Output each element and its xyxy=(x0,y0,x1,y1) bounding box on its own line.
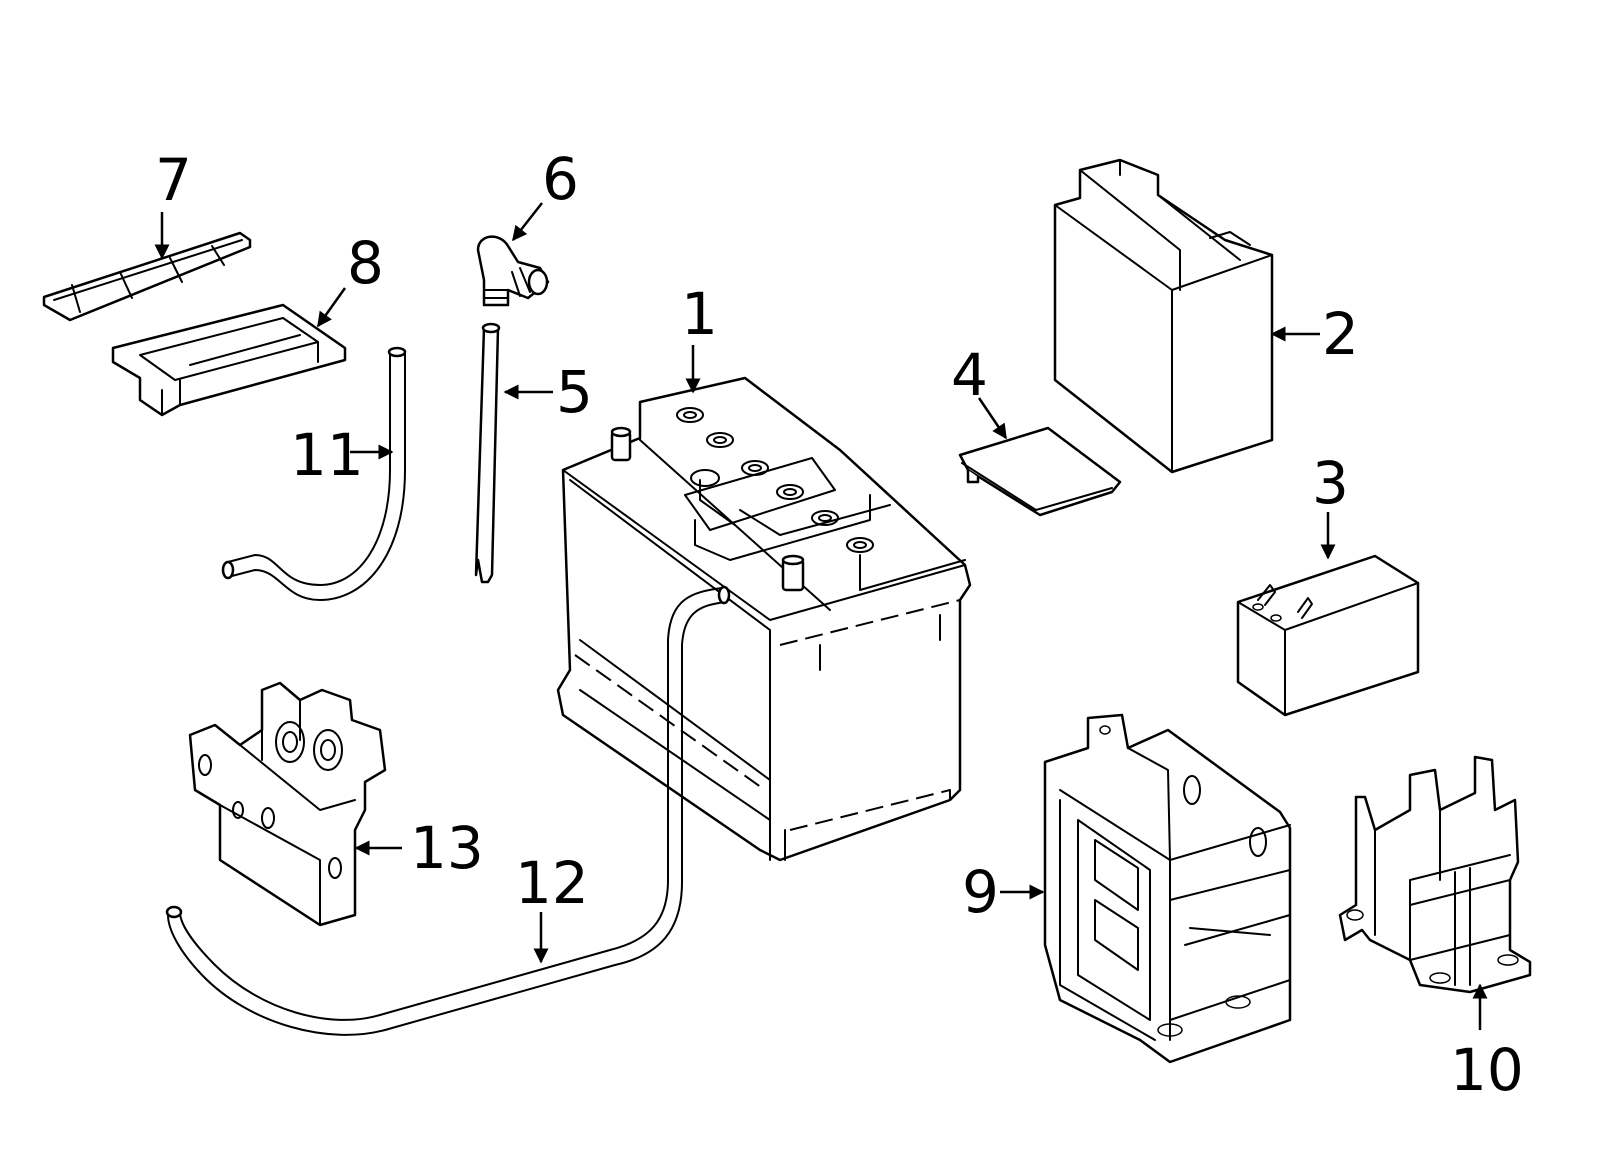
callout-13: 13 xyxy=(410,814,484,882)
part-7-hold-down-strip xyxy=(42,231,252,322)
callout-5: 5 xyxy=(556,358,593,426)
callout-3: 3 xyxy=(1312,449,1349,517)
callout-4: 4 xyxy=(951,341,988,409)
callout-10: 10 xyxy=(1450,1036,1524,1104)
callout-7: 7 xyxy=(155,146,192,214)
part-8-clamp-bracket xyxy=(111,303,347,417)
part-2-battery xyxy=(1053,158,1274,474)
callout-9: 9 xyxy=(962,858,999,926)
part-3-small-battery xyxy=(1236,554,1420,717)
leader-arrows xyxy=(154,202,1488,1030)
part-9-battery-tray xyxy=(1043,713,1292,1064)
part-5-drain-tube xyxy=(474,322,501,584)
callout-12: 12 xyxy=(515,849,589,917)
callout-1: 1 xyxy=(681,280,718,348)
part-11-vent-hose xyxy=(221,346,407,601)
part-13-terminal-block xyxy=(188,681,387,927)
part-1-main-battery xyxy=(556,376,972,862)
callout-8: 8 xyxy=(347,229,384,297)
part-12-long-vent-hose xyxy=(165,585,731,1036)
part-6-elbow-fitting xyxy=(476,235,550,307)
part-10-bracket xyxy=(1338,755,1532,994)
callout-2: 2 xyxy=(1322,300,1359,368)
callout-6: 6 xyxy=(542,145,579,213)
callout-11: 11 xyxy=(290,421,364,489)
part-4-cover-plate xyxy=(958,426,1122,517)
